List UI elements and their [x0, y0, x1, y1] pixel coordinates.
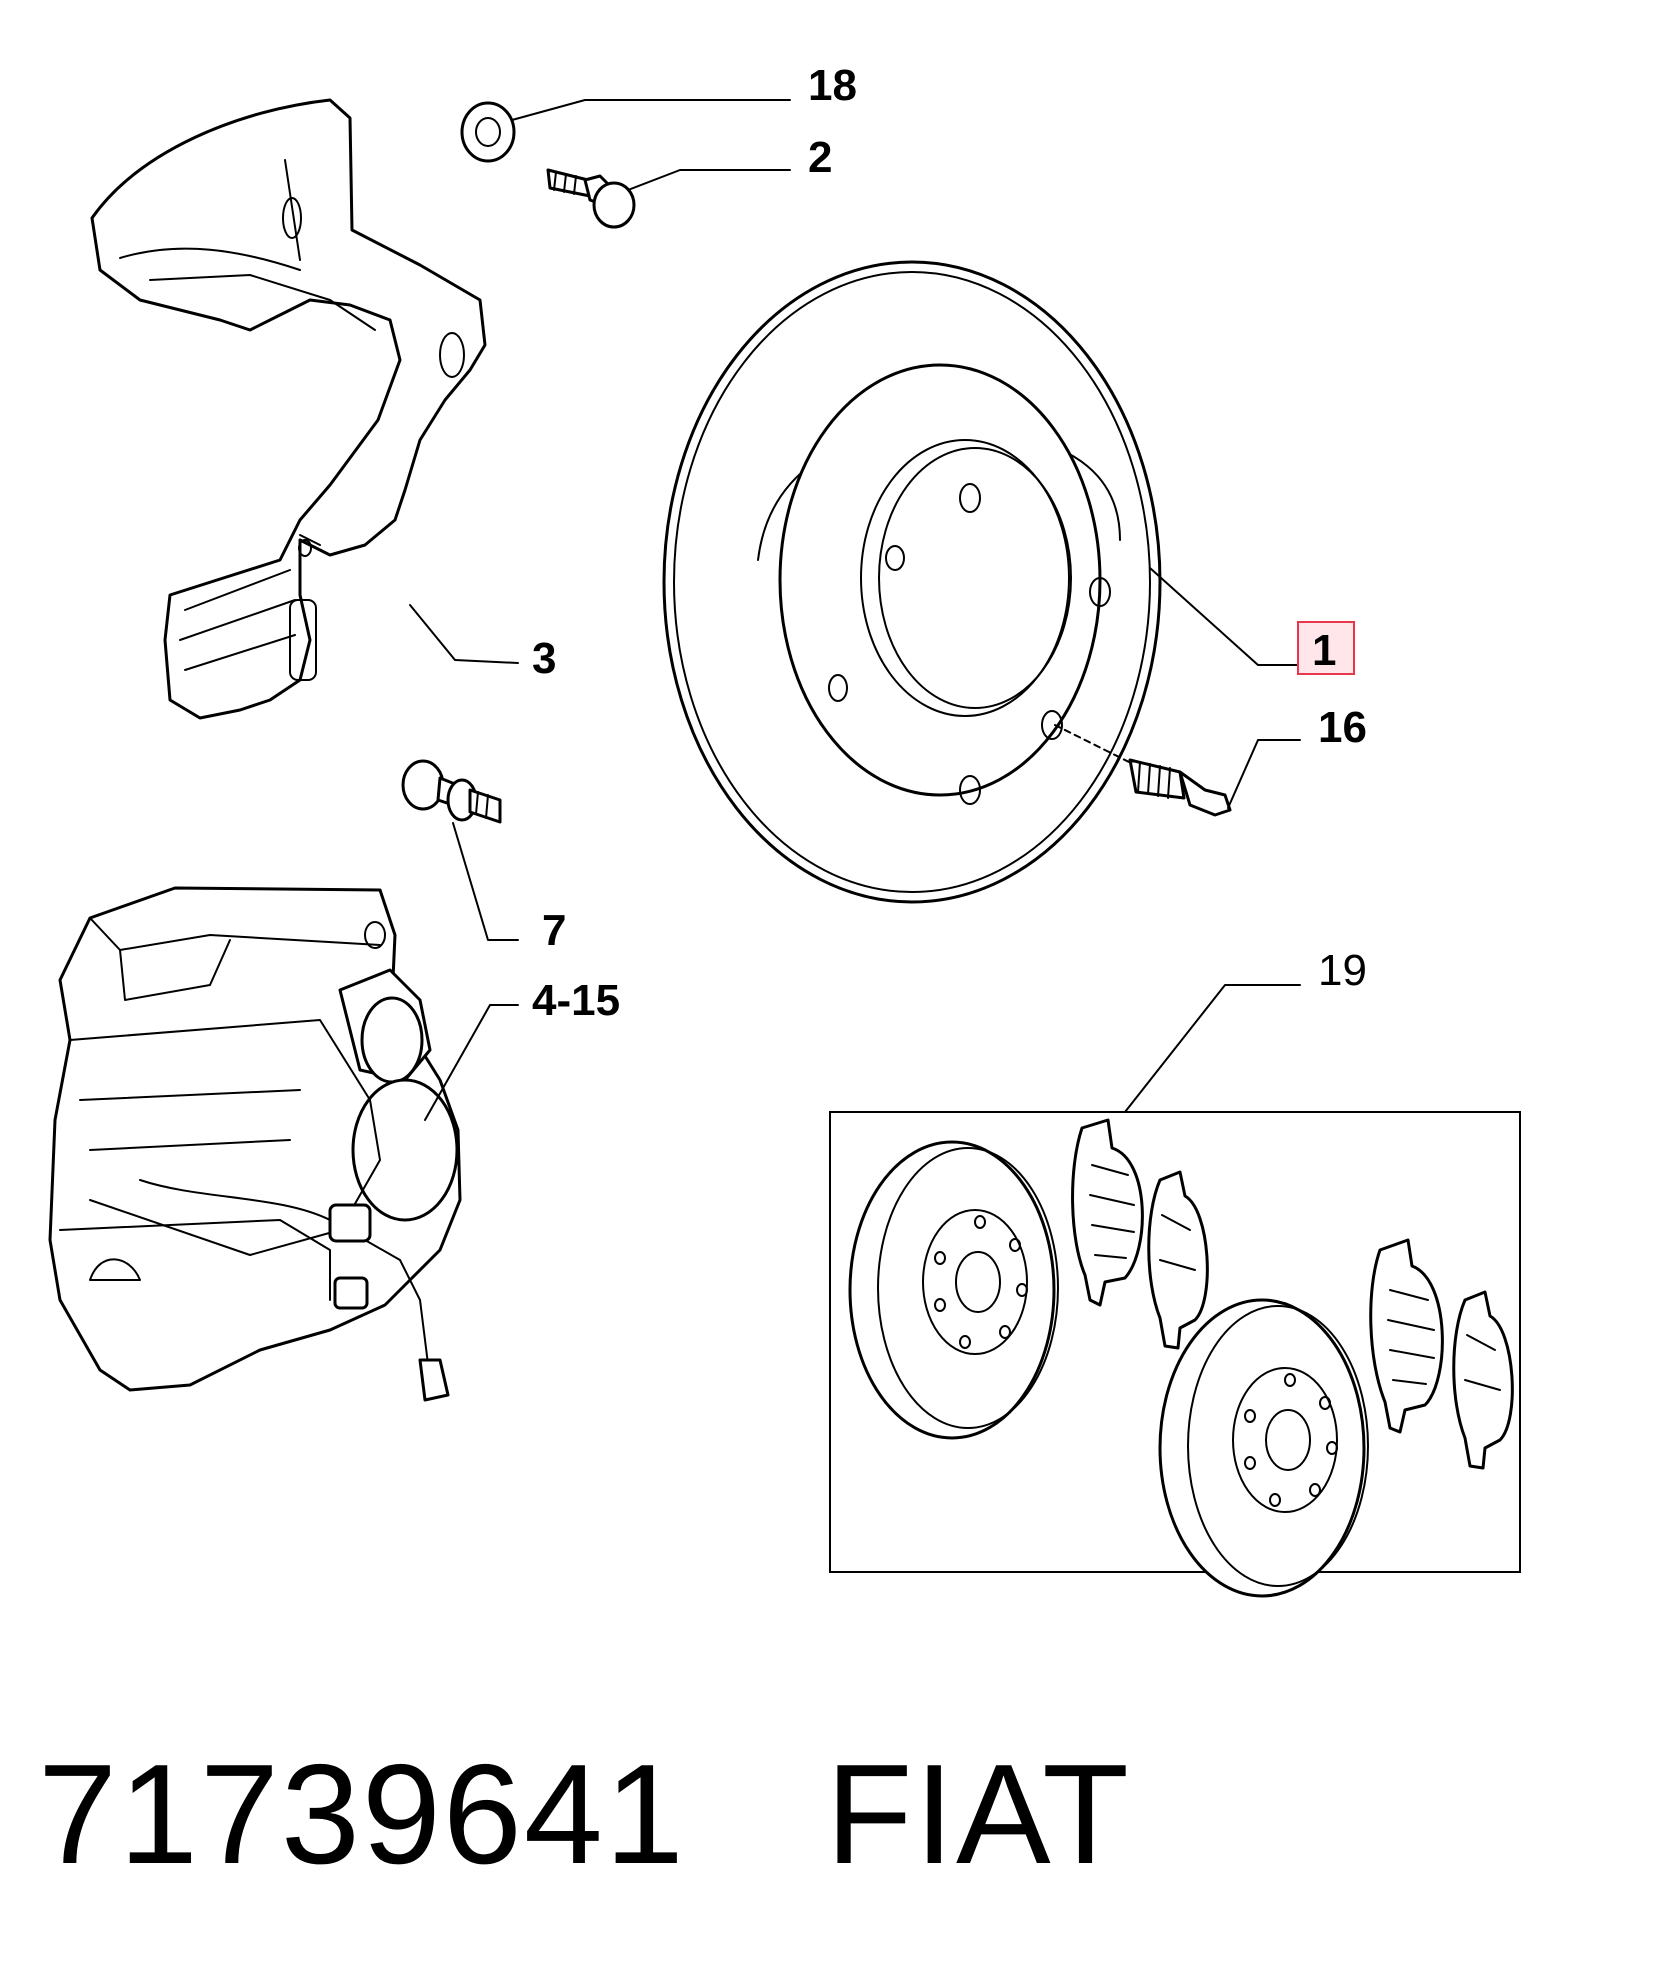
callout-4-15: 4-15 — [532, 976, 620, 1025]
callout-1-highlight — [1297, 621, 1355, 675]
part-number: 71739641 — [38, 1735, 686, 1894]
washer-part — [460, 101, 516, 163]
brand-name: FIAT — [825, 1735, 1131, 1894]
leader-lines — [409, 99, 1301, 1121]
callout-2: 2 — [808, 133, 832, 182]
screw-part — [1054, 724, 1232, 817]
callout-7: 7 — [542, 906, 566, 955]
callout-16: 16 — [1318, 703, 1367, 752]
dust-shield-part — [90, 98, 487, 720]
callout-1: 1 — [1312, 626, 1336, 675]
callouts: 18 2 3 1 16 7 4-15 19 — [532, 61, 1367, 1025]
brake-disc-part — [662, 260, 1162, 904]
caliper-bolt-part — [401, 759, 502, 824]
callout-3: 3 — [532, 634, 556, 683]
bolt-part — [546, 168, 636, 229]
callout-18: 18 — [808, 61, 857, 110]
brake-caliper-part — [48, 886, 462, 1402]
kit-box — [829, 1111, 1521, 1598]
callout-19: 19 — [1318, 946, 1367, 995]
part-caption: 71739641 FIAT — [38, 1735, 1131, 1894]
